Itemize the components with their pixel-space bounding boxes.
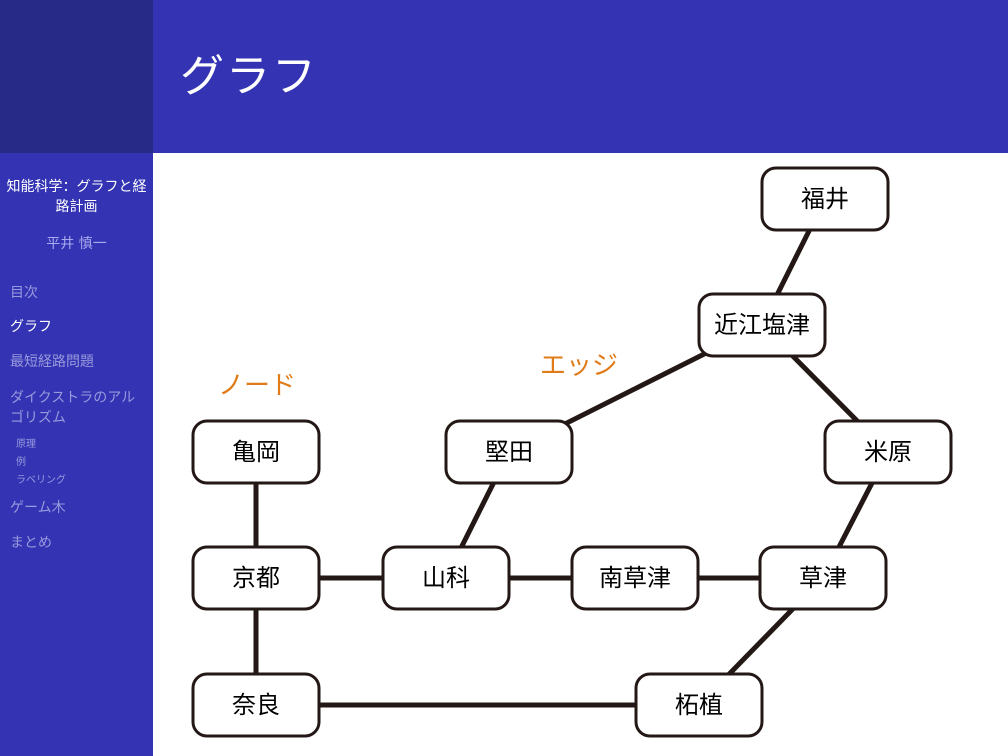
node-label: 福井 xyxy=(801,185,849,213)
nav-subitem-example[interactable]: 例 xyxy=(16,457,26,468)
nav-item-dijkstra[interactable]: ダイクストラのアルゴリズム xyxy=(10,390,136,426)
node-box xyxy=(191,672,321,738)
node-label: 京都 xyxy=(232,564,280,592)
page-title: グラフ xyxy=(180,51,318,102)
node-box xyxy=(697,292,827,358)
node-box xyxy=(758,545,888,611)
node-label: 奈良 xyxy=(232,691,280,719)
slide-header: グラフ xyxy=(153,0,1008,153)
node-box xyxy=(191,419,321,485)
node-katata: 堅田 xyxy=(444,419,574,485)
node-kusatsu: 草津 xyxy=(758,545,888,611)
node-label: 草津 xyxy=(799,564,847,592)
node-nara: 奈良 xyxy=(191,672,321,738)
node-box xyxy=(444,419,574,485)
nav-subitem-labeling[interactable]: ラベリング xyxy=(16,475,66,486)
node-box xyxy=(634,672,764,738)
author-name: 平井 慎一 xyxy=(46,236,107,252)
nav-item-graph[interactable]: グラフ xyxy=(10,319,52,335)
nav-item-game-tree[interactable]: ゲーム木 xyxy=(10,500,66,516)
node-yamashina: 山科 xyxy=(381,545,511,611)
node-label: 近江塩津 xyxy=(714,311,810,339)
node-box xyxy=(381,545,511,611)
nav-item-contents[interactable]: 目次 xyxy=(10,285,38,301)
nav-item-shortest-path[interactable]: 最短経路問題 xyxy=(10,354,94,370)
sidebar-logo-area xyxy=(0,0,153,153)
node-label: 堅田 xyxy=(485,438,533,466)
node-kyoto: 京都 xyxy=(191,545,321,611)
node-tsuge: 柘植 xyxy=(634,672,764,738)
node-minami_kusatsu: 南草津 xyxy=(570,545,700,611)
node-kameoka: 亀岡 xyxy=(191,419,321,485)
node-box xyxy=(570,545,700,611)
sidebar: 知能科学：グラフと経路計画 平井 慎一 目次 グラフ 最短経路問題 ダイクストラ… xyxy=(0,153,153,756)
node-fukui: 福井 xyxy=(760,166,890,232)
node-annotation: ノード xyxy=(218,371,296,401)
nav-subitem-principle[interactable]: 原理 xyxy=(16,439,36,450)
node-label: 山科 xyxy=(422,564,470,592)
node-maibara: 米原 xyxy=(823,419,953,485)
node-omi_shiotsu: 近江塩津 xyxy=(697,292,827,358)
node-box xyxy=(760,166,890,232)
node-label: 柘植 xyxy=(675,691,723,719)
edge-annotation: エッジ xyxy=(540,351,618,381)
node-box xyxy=(823,419,953,485)
presentation-title: 知能科学：グラフと経路計画 xyxy=(6,179,147,215)
nav-item-summary[interactable]: まとめ xyxy=(10,535,52,551)
node-label: 南草津 xyxy=(599,564,671,592)
node-box xyxy=(191,545,321,611)
node-label: 米原 xyxy=(864,438,912,466)
node-label: 亀岡 xyxy=(232,438,280,466)
